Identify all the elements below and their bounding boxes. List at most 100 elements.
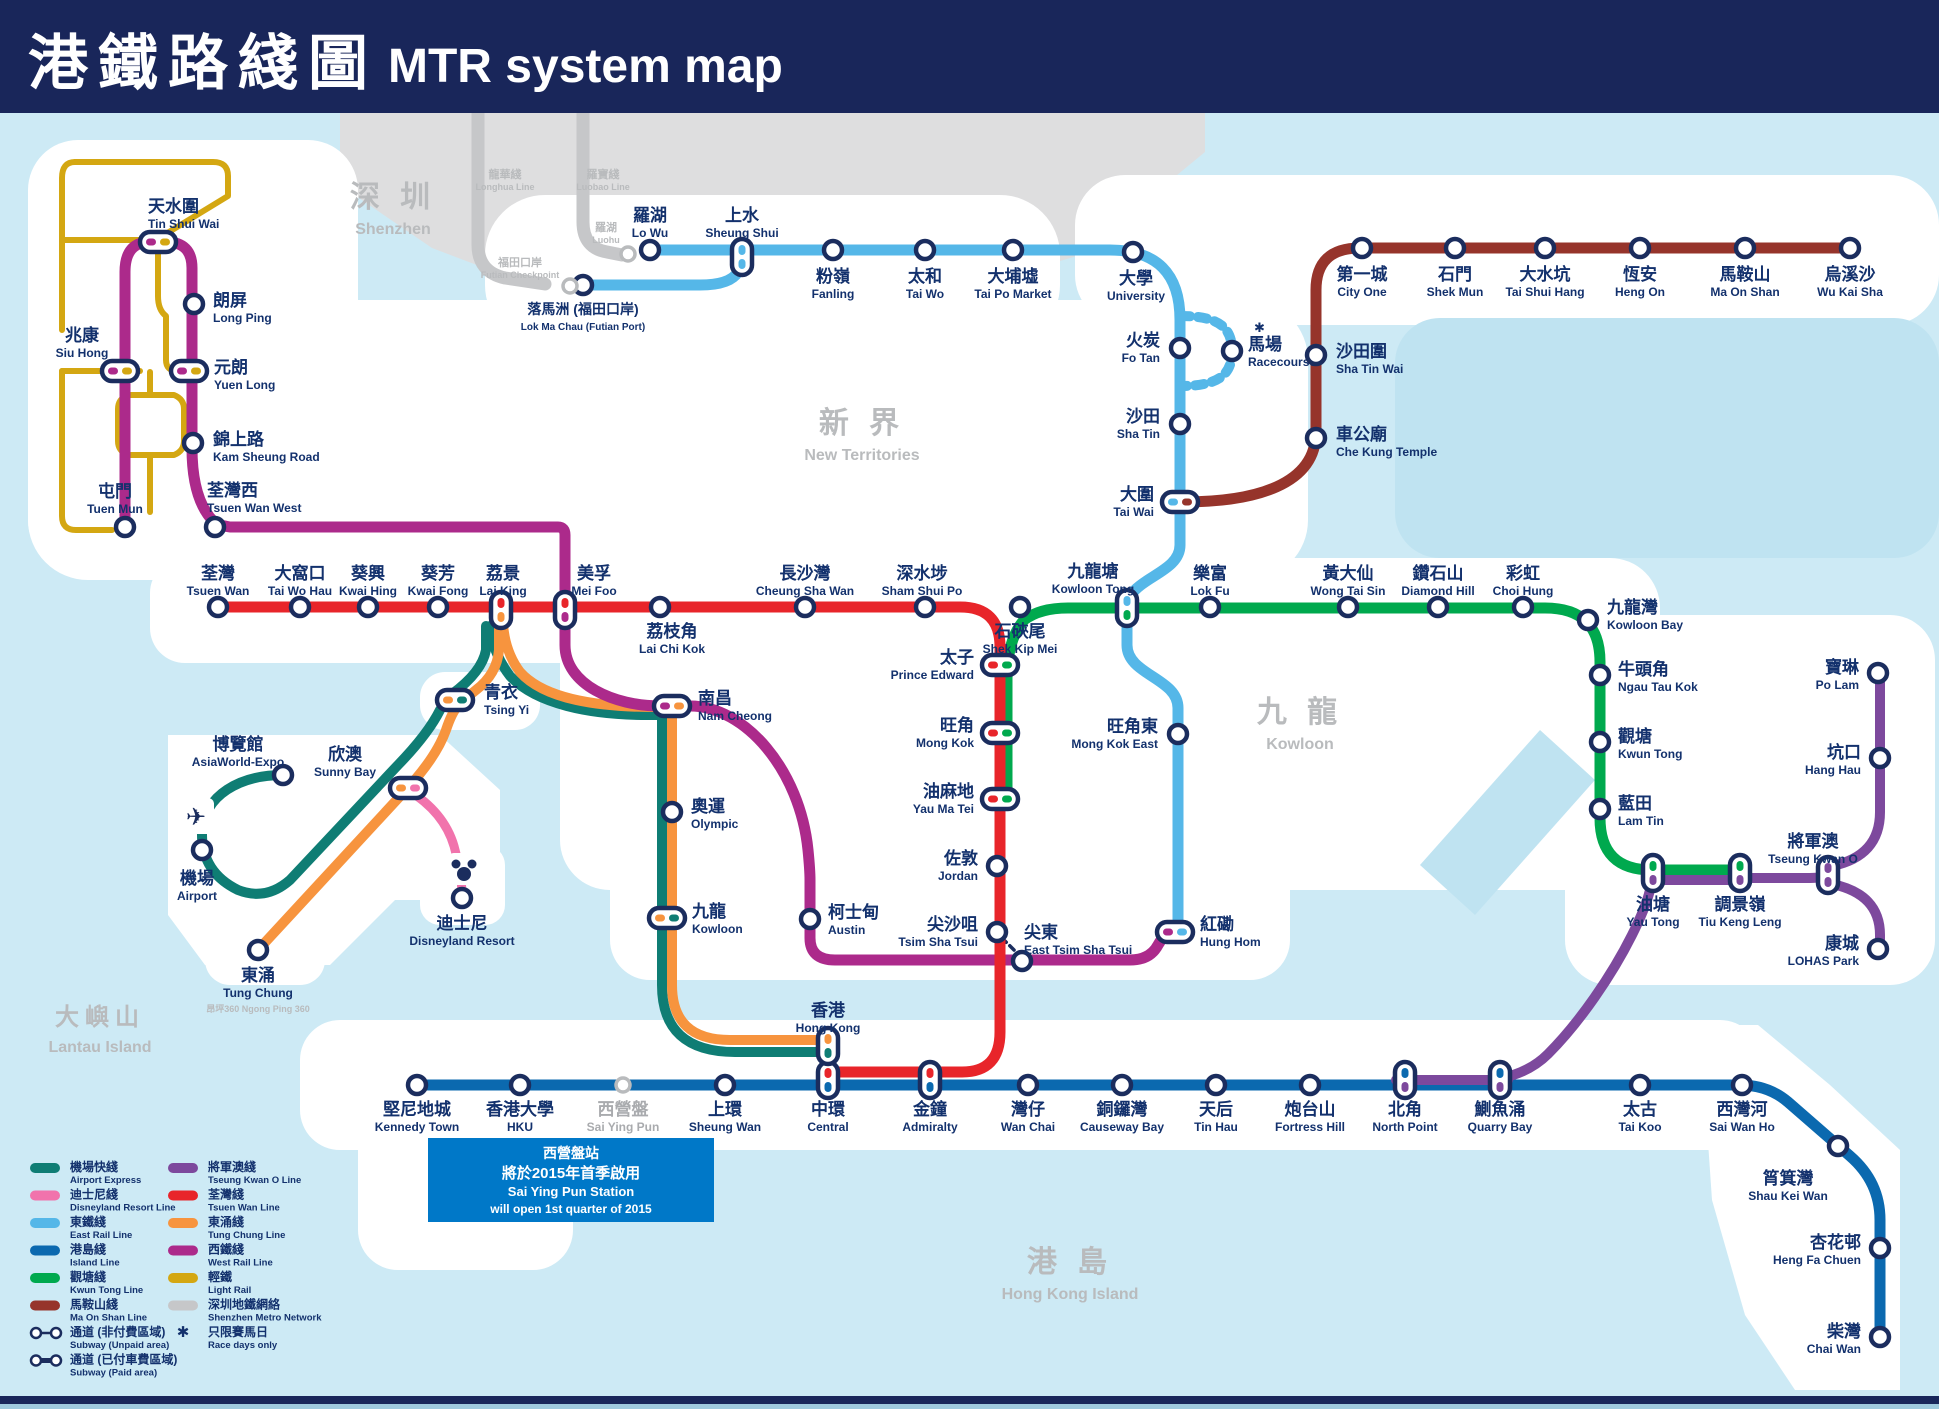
station-name-en: Racecourse bbox=[1248, 355, 1316, 369]
station-name-cn: 沙田圍 bbox=[1336, 342, 1387, 361]
line-east-rail-line bbox=[644, 244, 1186, 936]
station-name-cn: 奧運 bbox=[691, 796, 725, 816]
station-name-en: Sha Tin Wai bbox=[1336, 362, 1403, 376]
capsule-color-1 bbox=[191, 367, 201, 375]
station-marker-icon bbox=[1730, 1073, 1754, 1097]
station-name-cn: 尖東 bbox=[1024, 922, 1058, 942]
station-name-cn: 長沙灣 bbox=[780, 563, 831, 583]
station-name-cn: 柴灣 bbox=[1826, 1321, 1861, 1341]
interchange-capsule-icon bbox=[1815, 854, 1841, 896]
station-marker-icon bbox=[1868, 1325, 1892, 1349]
page-title-en: MTR system map bbox=[388, 40, 783, 93]
station-name-en: Long Ping bbox=[213, 311, 272, 325]
capsule-color-0 bbox=[1649, 861, 1657, 871]
legend-label-en: Island Line bbox=[70, 1258, 120, 1269]
notice-line-4: will open 1st quarter of 2015 bbox=[489, 1202, 652, 1216]
legend-label-cn: 通道 (非付費區域) bbox=[70, 1324, 165, 1339]
station-name-en: Heng On bbox=[1615, 285, 1665, 299]
station-name-cn: 第一城 bbox=[1337, 264, 1388, 284]
station-name-en: Kwai Fong bbox=[408, 584, 469, 598]
station-name-cn: 太古 bbox=[1623, 1099, 1657, 1119]
svg-text:✈: ✈ bbox=[186, 804, 206, 831]
legend-label-en: Tseung Kwan O Line bbox=[208, 1175, 301, 1186]
station-name-cn: 九龍塘 bbox=[1067, 561, 1119, 581]
station-marker-icon bbox=[1204, 1073, 1228, 1097]
station-name-en: Austin bbox=[828, 923, 865, 937]
station-name-en: Lam Tin bbox=[1618, 814, 1664, 828]
station-name-cn: 欣澳 bbox=[328, 744, 363, 764]
station-marker-icon bbox=[1304, 426, 1328, 450]
station-marker-icon bbox=[1838, 236, 1862, 260]
legend-label-cn: 荃灣綫 bbox=[208, 1187, 244, 1202]
station-name-cn: 旺角東 bbox=[1107, 716, 1158, 736]
station-marker-icon bbox=[1166, 722, 1190, 746]
terrain-shape bbox=[1700, 1025, 1900, 1390]
station-marker-icon bbox=[1588, 797, 1612, 821]
capsule-color-0 bbox=[824, 1034, 832, 1044]
station-luohu-station bbox=[619, 245, 637, 263]
station-name-cn: 黃大仙 bbox=[1322, 563, 1374, 583]
capsule-color-0 bbox=[1123, 596, 1131, 606]
interchange-capsule-icon bbox=[387, 775, 429, 801]
station-name-en: Mong Kok bbox=[916, 736, 974, 750]
station-name-cn: 羅湖 bbox=[633, 206, 667, 225]
station-name-en: East Tsim Sha Tsui bbox=[1024, 943, 1132, 957]
station-name-en: Fanling bbox=[812, 287, 855, 301]
capsule-color-1 bbox=[1401, 1082, 1409, 1092]
station-name-cn: 香港大學 bbox=[486, 1099, 554, 1119]
airport-plane-icon: ✈ bbox=[178, 798, 214, 834]
station-name-en: Yau Ma Tei bbox=[913, 802, 974, 816]
interchange-capsule-icon bbox=[488, 589, 514, 631]
station-name-cn: 天后 bbox=[1199, 1100, 1233, 1119]
svg-text:大嶼山: 大嶼山 bbox=[55, 1004, 145, 1031]
station-name-cn: 荃灣西 bbox=[207, 480, 258, 500]
station-futian-checkpoint-station bbox=[561, 277, 579, 295]
station-name-en: Heng Fa Chuen bbox=[1773, 1253, 1861, 1267]
svg-text:港 島: 港 島 bbox=[1027, 1246, 1113, 1279]
station-name-en: Kennedy Town bbox=[375, 1120, 459, 1134]
station-marker-icon bbox=[619, 245, 637, 263]
legend-label-cn: 迪士尼綫 bbox=[70, 1187, 118, 1202]
legend-label-en: Tsuen Wan Line bbox=[208, 1203, 280, 1214]
legend-label-en: Tung Chung Line bbox=[208, 1230, 285, 1241]
station-name-cn: 坑口 bbox=[1827, 742, 1861, 762]
station-marker-icon bbox=[1198, 595, 1222, 619]
station-name-en: Shau Kei Wan bbox=[1748, 1189, 1828, 1203]
capsule-color-0 bbox=[177, 367, 187, 375]
station-marker-icon bbox=[1426, 595, 1450, 619]
station-marker-icon bbox=[648, 595, 672, 619]
station-marker-icon bbox=[1016, 1073, 1040, 1097]
legend-label-en: Disneyland Resort Line bbox=[70, 1203, 176, 1214]
legend-label-en: Kwun Tong Line bbox=[70, 1285, 143, 1296]
station-name-en: Tuen Mun bbox=[87, 502, 143, 516]
capsule-color-1 bbox=[1496, 1082, 1504, 1092]
svg-text:深 圳: 深 圳 bbox=[350, 181, 436, 214]
capsule-color-1 bbox=[669, 914, 679, 922]
station-marker-icon bbox=[1220, 339, 1244, 363]
station-name-cn: 石門 bbox=[1437, 265, 1472, 284]
station-marker-icon bbox=[913, 595, 937, 619]
station-name-cn: 九龍灣 bbox=[1606, 597, 1658, 617]
notice-line-3: Sai Ying Pun Station bbox=[508, 1184, 634, 1199]
station-name-en: Sheung Shui bbox=[705, 226, 778, 240]
station-name-cn: 朗屏 bbox=[213, 290, 247, 310]
capsule-color-1 bbox=[1824, 877, 1832, 887]
footer-bar bbox=[0, 1396, 1939, 1404]
